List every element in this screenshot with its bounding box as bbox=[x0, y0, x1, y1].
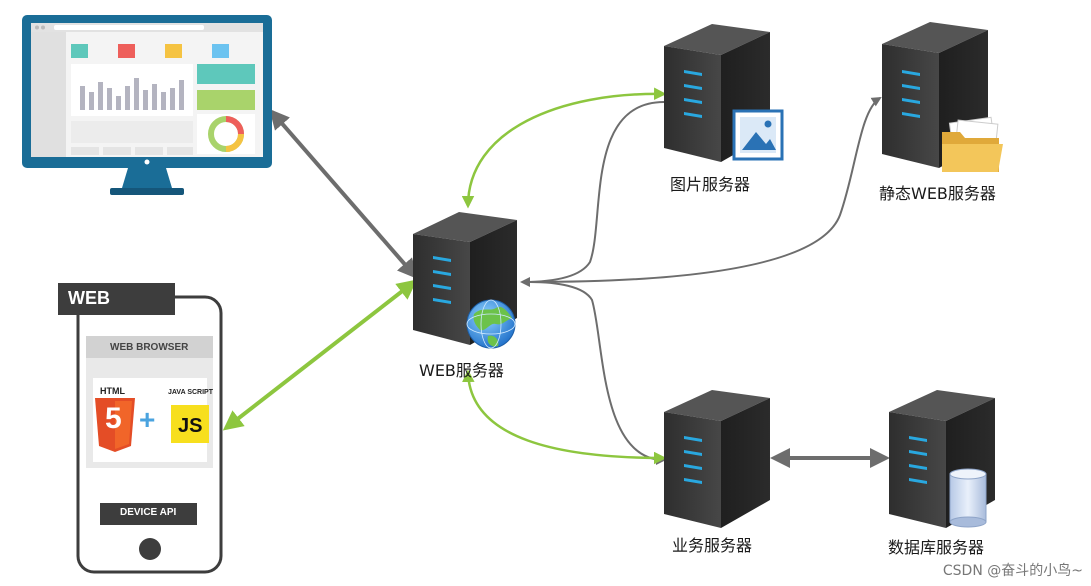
business-gray-line bbox=[529, 281, 666, 465]
plus-sign: + bbox=[139, 404, 156, 435]
picture-icon bbox=[732, 109, 784, 161]
device-api-label: DEVICE API bbox=[120, 507, 177, 518]
javascript-caption: JAVA SCRIPT bbox=[168, 389, 213, 396]
js-logo-text: JS bbox=[178, 415, 203, 437]
html5-digit: 5 bbox=[105, 402, 122, 435]
web-browser-label: WEB BROWSER bbox=[110, 342, 189, 353]
web-tag: WEB bbox=[68, 288, 110, 308]
phone-web-arrow bbox=[222, 279, 418, 431]
static-server-label: 静态WEB服务器 bbox=[879, 184, 996, 203]
monitor-web-arrow bbox=[269, 108, 418, 280]
static-gray-line bbox=[529, 96, 882, 283]
html-label: HTML bbox=[100, 386, 125, 396]
image-gray-line bbox=[520, 101, 665, 287]
globe-icon bbox=[466, 299, 516, 349]
server-business bbox=[664, 390, 770, 528]
database-cylinder-icon bbox=[949, 468, 987, 528]
web-image-green-arrow bbox=[461, 87, 667, 209]
web-server-label: WEB服务器 bbox=[419, 361, 504, 380]
business-server-label: 业务服务器 bbox=[672, 536, 753, 555]
server-static bbox=[882, 22, 988, 168]
image-server-label: 图片服务器 bbox=[670, 175, 751, 194]
folder-icon bbox=[942, 116, 1003, 172]
phone-device bbox=[58, 283, 223, 574]
connectors bbox=[222, 87, 890, 468]
web-business-green-arrow bbox=[462, 369, 667, 465]
db-server-label: 数据库服务器 bbox=[888, 538, 985, 557]
monitor-dashboard bbox=[22, 15, 272, 195]
watermark: CSDN @奋斗的小鸟~ bbox=[942, 563, 1083, 579]
